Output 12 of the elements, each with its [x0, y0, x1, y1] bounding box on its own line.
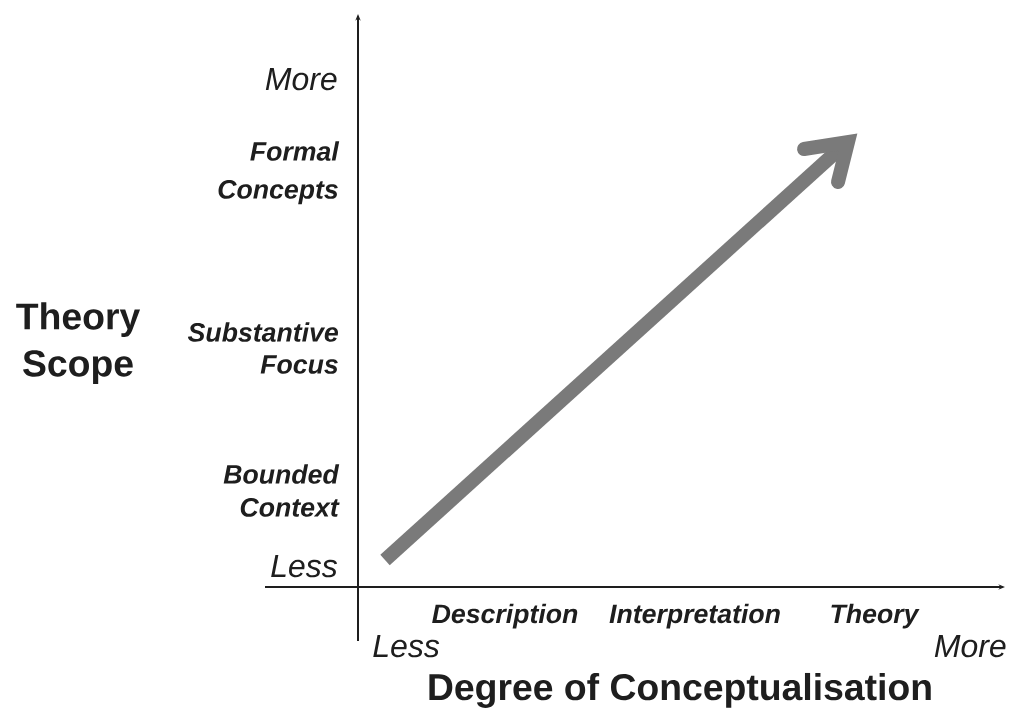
stage-label: Description	[432, 603, 578, 629]
axis-title: Theory Scope	[16, 302, 141, 385]
scale-label: Less	[271, 555, 338, 578]
scale-label: Less	[373, 634, 440, 658]
level-label: Bounded Context	[223, 464, 340, 517]
axis-title: Degree of Conceptualisation	[429, 672, 931, 708]
scale-label: More	[934, 634, 1006, 658]
stage-label: Theory	[831, 603, 920, 629]
level-label: Substantive Focus	[187, 322, 338, 374]
stage-label: Interpretation	[609, 603, 780, 629]
level-label: Formal Concepts	[218, 141, 340, 205]
scale-label: More	[265, 68, 337, 91]
